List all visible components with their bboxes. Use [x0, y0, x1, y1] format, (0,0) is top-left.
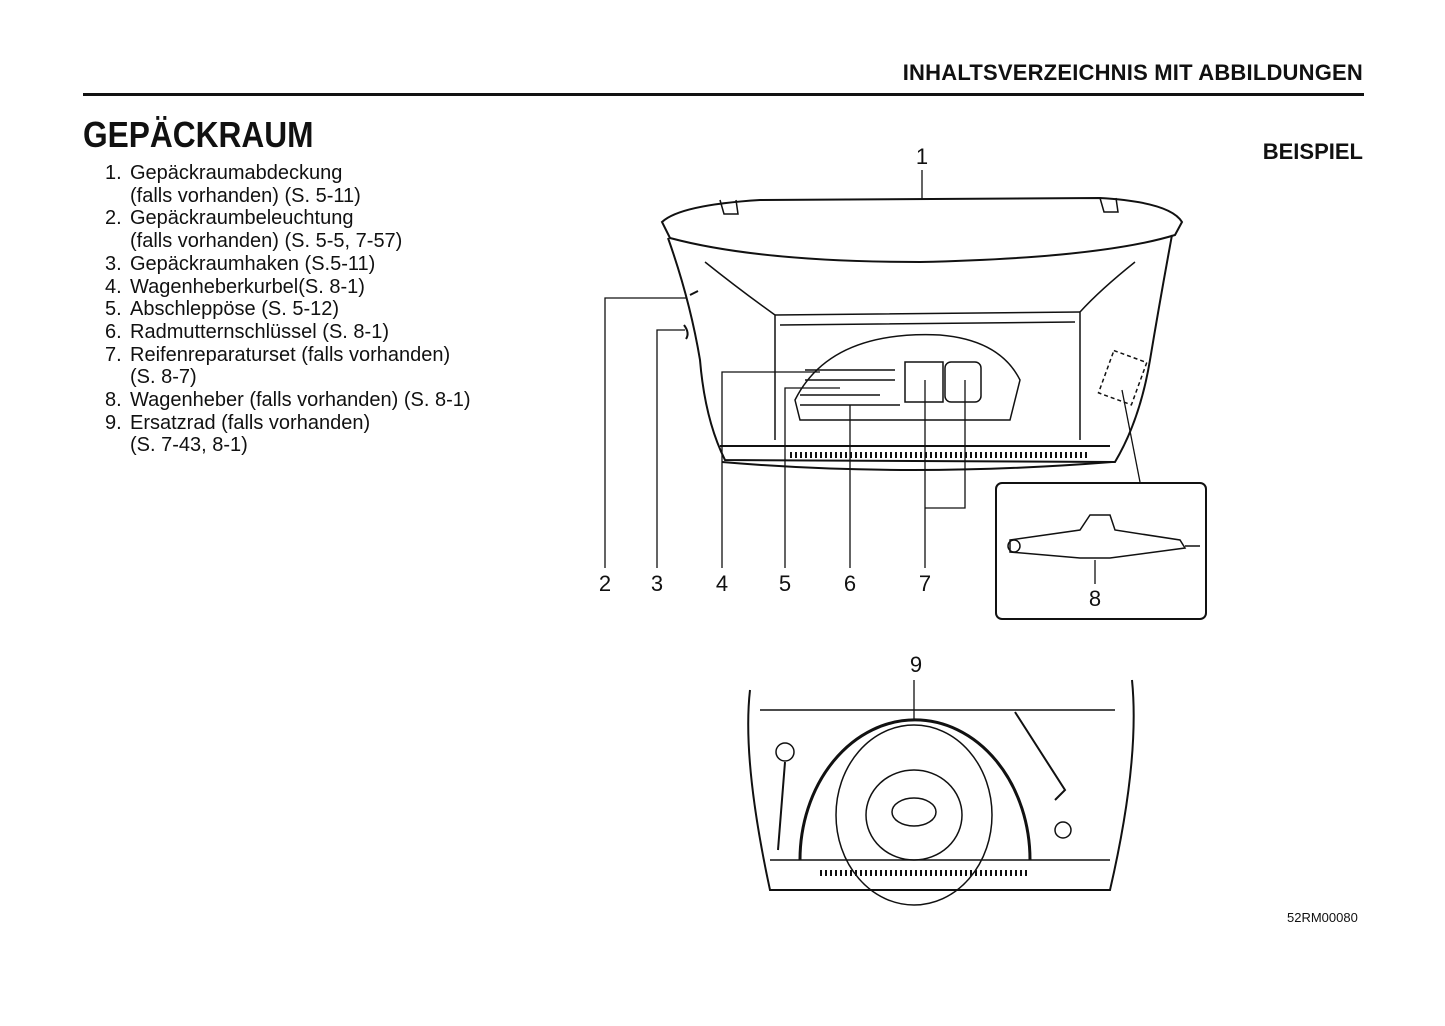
item-number: 4.: [105, 275, 122, 298]
callout-label-9: 9: [909, 652, 923, 677]
list-item: 7. Reifenreparaturset (falls vorhanden): [105, 344, 471, 367]
list-item: 3. Gepäckraumhaken (S.5-11): [105, 253, 471, 276]
callout-label-2: 2: [598, 571, 612, 596]
item-text: Gepäckraumabdeckung: [130, 162, 343, 184]
callout-lines: [604, 170, 1141, 568]
list-item-continuation: (S. 7-43, 8-1): [130, 434, 248, 457]
section-header: INHALTSVERZEICHNIS MIT ABBILDUNGEN: [902, 60, 1363, 85]
item-text: Wagenheber (falls vorhanden) (S. 8-1): [130, 389, 471, 412]
list-item: 2. Gepäckraumbeleuchtung: [105, 207, 471, 230]
trunk-illustration: [660, 196, 1184, 471]
list-item: 9. Ersatzrad (falls vorhanden): [105, 412, 471, 435]
item-text: Gepäckraumbeleuchtung: [130, 207, 354, 230]
item-number: 9.: [105, 411, 122, 434]
item-text: Wagenheberkurbel(S. 8-1): [130, 275, 365, 298]
item-number: 2.: [105, 207, 122, 230]
item-number: 3.: [105, 252, 122, 275]
example-label: BEISPIEL: [1262, 139, 1363, 164]
header-rule: [83, 93, 1364, 96]
list-item-continuation: (falls vorhanden) (S. 5-11): [130, 184, 361, 207]
item-number: 7.: [105, 343, 122, 366]
callout-label-3: 3: [650, 571, 664, 596]
callout-label-6: 6: [843, 571, 857, 596]
callout-label-5: 5: [778, 571, 792, 596]
item-text: Abschleppöse (S. 5-12): [130, 298, 340, 321]
item-number: 6.: [105, 320, 122, 343]
list-item-continuation: (falls vorhanden) (S. 5-5, 7-57): [130, 230, 403, 253]
list-item: 8. Wagenheber (falls vorhanden) (S. 8-1): [105, 389, 471, 412]
item-list: 1. Gepäckraumabdeckung (falls vorhanden) …: [105, 162, 471, 457]
callout-label-8: 8: [1088, 586, 1102, 611]
item-number: 1.: [105, 162, 122, 184]
item-number: 5.: [105, 298, 122, 321]
list-item: 6. Radmutternschlüssel (S. 8-1): [105, 321, 471, 344]
list-item-continuation: (S. 8-7): [130, 366, 197, 389]
item-text: Radmutternschlüssel (S. 8-1): [130, 320, 389, 343]
callout-label-4: 4: [715, 571, 729, 596]
jack-inset: [995, 482, 1207, 620]
list-item: 1. Gepäckraumabdeckung: [105, 162, 471, 185]
callout-label-1: 1: [915, 144, 929, 169]
item-number: 8.: [105, 389, 122, 412]
figure-code: 52RM00080: [1287, 910, 1358, 925]
item-text: Reifenreparaturset (falls vorhanden): [130, 343, 451, 366]
spare-wheel-illustration: [747, 679, 1135, 906]
list-item: 5. Abschleppöse (S. 5-12): [105, 298, 471, 321]
callout-label-7: 7: [918, 571, 932, 596]
list-item: 4. Wagenheberkurbel(S. 8-1): [105, 276, 471, 299]
item-text: Gepäckraumhaken (S.5-11): [130, 252, 376, 275]
page-title: GEPÄCKRAUM: [83, 114, 314, 155]
item-text: Ersatzrad (falls vorhanden): [130, 411, 371, 434]
